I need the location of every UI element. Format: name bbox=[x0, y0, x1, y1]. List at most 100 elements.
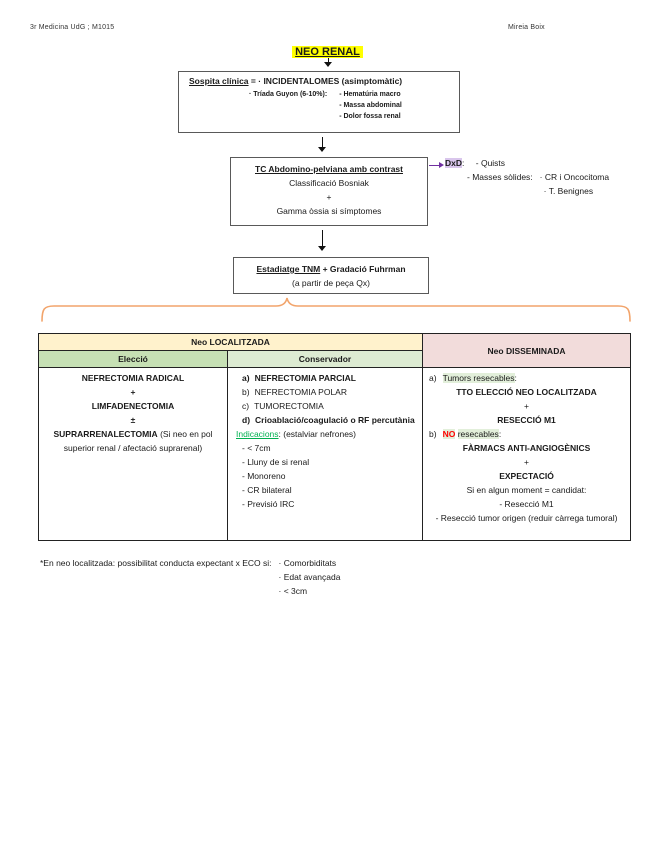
arrow-sospita-to-tc bbox=[318, 137, 327, 152]
reseccio-tumor-origen-item: - Resecció tumor origen (reduir càrrega … bbox=[435, 513, 618, 523]
footnote-3cm: · < 3cm bbox=[278, 586, 308, 596]
table-body-row: NEFRECTOMIA RADICAL + LIMFADENECTOMIA ± … bbox=[38, 367, 632, 541]
incidentalomes-text: · INCIDENTALOMES (asimptomàtic) bbox=[258, 76, 403, 86]
diss-b-plus: + bbox=[524, 457, 529, 467]
tc-bosniak: Classificació Bosniak bbox=[289, 178, 369, 188]
triada-guyon-row: · Tríada Guyon (6-10%): - Hematúria macr… bbox=[249, 89, 453, 122]
dxd-block: DxD: - Quists - Masses sòlides: · CR i O… bbox=[445, 156, 609, 198]
dxd-quists: - Quists bbox=[475, 158, 506, 168]
suprarrenalectomia-note: (Si neo en pol superior renal / afectaci… bbox=[63, 429, 213, 453]
reseccio-m1-item: - Resecció M1 bbox=[499, 499, 554, 509]
tc-gamma: Gamma òssia si símptomes bbox=[276, 206, 382, 216]
eleccio-plus: + bbox=[130, 387, 136, 397]
disseminada-item-a: a) Tumors resecables: bbox=[429, 371, 624, 385]
equals-sign: = bbox=[250, 76, 256, 86]
indicacio-monoreno: - Monoreno bbox=[242, 471, 286, 481]
header-conservador: Conservador bbox=[226, 350, 424, 368]
expectacio-line: EXPECTACIÓ bbox=[499, 471, 554, 481]
cell-disseminada: a) Tumors resecables: TTO ELECCIÓ NEO LOC… bbox=[422, 367, 632, 541]
table-header-row-2: Elecció Conservador bbox=[38, 350, 631, 368]
footnote-edat: · Edat avançada bbox=[278, 572, 341, 582]
reseccio-m1-line: RESECCIÓ M1 bbox=[497, 415, 556, 425]
dxd-masses-cr: · CR i Oncocitoma bbox=[539, 172, 610, 182]
footnote: *En neo localitzada: possibilitat conduc… bbox=[40, 556, 340, 598]
tc-title: TC Abdomino-pelviana amb contrast bbox=[255, 164, 403, 174]
tnm-title-rest: + Gradació Fuhrman bbox=[322, 264, 406, 274]
dxd-masses-benignes: · T. Benignes bbox=[543, 186, 594, 196]
title-row: NEO RENAL bbox=[0, 42, 655, 60]
indicacions-line: Indicacions: (estalviar nefrones) bbox=[236, 427, 418, 441]
diss-a-plus: + bbox=[524, 401, 529, 411]
item-b-text: NEFRECTOMIA POLAR bbox=[254, 387, 347, 397]
conservador-item-d: d) Crioablació/coagulació o RF percutània bbox=[242, 413, 418, 427]
diss-b-marker: b) bbox=[429, 429, 437, 439]
suprarrenalectomia-label: SUPRARRENALECTOMIA bbox=[53, 429, 158, 439]
dxd-line2: - Masses sòlides: · CR i Oncocitoma · T.… bbox=[467, 170, 609, 198]
dxd-label: DxD bbox=[445, 158, 463, 168]
cell-conservador: a) NEFRECTOMIA PARCIAL b)NEFRECTOMIA POLA… bbox=[226, 367, 424, 541]
tc-box: TC Abdomino-pelviana amb contrast Classi… bbox=[230, 157, 428, 226]
indicacions-label: Indicacions bbox=[236, 429, 279, 439]
conservador-item-a: a) NEFRECTOMIA PARCIAL bbox=[242, 371, 418, 385]
indicacio-cr-bilateral: - CR bilateral bbox=[242, 485, 292, 495]
conservador-content: a) NEFRECTOMIA PARCIAL b)NEFRECTOMIA POLA… bbox=[228, 368, 422, 514]
dxd-masses-label: - Masses sòlides: bbox=[467, 172, 533, 182]
treatment-table: Neo LOCALITZADA Neo DISSEMINADA Elecció … bbox=[37, 333, 632, 541]
arrow-tc-to-dxd bbox=[429, 161, 444, 168]
no-label: NO bbox=[442, 429, 456, 439]
disseminada-content: a) Tumors resecables: TTO ELECCIÓ NEO LOC… bbox=[423, 368, 630, 528]
eleccio-line-nefrectomia: NEFRECTOMIA RADICAL bbox=[81, 373, 185, 383]
footnote-main: *En neo localitzada: possibilitat conduc… bbox=[40, 558, 272, 568]
header-neo-localitzada: Neo LOCALITZADA bbox=[37, 333, 424, 351]
tnm-box: Estadiatge TNM + Gradació Fuhrman (a par… bbox=[233, 257, 429, 294]
diss-a-colon: : bbox=[514, 373, 517, 383]
header-course-label: 3r Medicina UdG ; M1015 bbox=[30, 24, 115, 31]
tnm-subtitle: (a partir de peça Qx) bbox=[292, 278, 370, 288]
diss-a-marker: a) bbox=[429, 373, 437, 383]
indicacio-7cm: - < 7cm bbox=[242, 443, 271, 453]
farmacs-line: FÀRMACS ANTI-ANGIOGÈNICS bbox=[462, 443, 591, 453]
footnote-items: · Comorbiditats · Edat avançada · < 3cm bbox=[279, 556, 341, 598]
dxd-line1: DxD: - Quists bbox=[445, 156, 609, 170]
page-title: NEO RENAL bbox=[292, 46, 363, 58]
indicacio-previsio-irc: - Previsió IRC bbox=[242, 499, 295, 509]
eleccio-plusminus: ± bbox=[130, 415, 136, 425]
conservador-item-b: b)NEFRECTOMIA POLAR bbox=[242, 385, 418, 399]
sospita-line: Sospita clínica = · INCIDENTALOMES (asim… bbox=[189, 76, 453, 86]
conservador-item-c: c) TUMORECTOMIA bbox=[242, 399, 418, 413]
indicacio-lluny: - Lluny de si renal bbox=[242, 457, 310, 467]
cell-eleccio: NEFRECTOMIA RADICAL + LIMFADENECTOMIA ± … bbox=[38, 367, 228, 541]
triada-item-dolor: - Dolor fossa renal bbox=[339, 113, 401, 120]
header-author-label: Mireia Boix bbox=[508, 24, 545, 31]
item-d-marker: d) bbox=[242, 415, 251, 425]
header-eleccio: Elecció bbox=[38, 350, 228, 368]
disseminada-item-b: b) NO resecables: bbox=[429, 427, 624, 441]
indicacions-rest: : (estalviar nefrones) bbox=[278, 429, 357, 439]
header-neo-disseminada: Neo DISSEMINADA bbox=[422, 333, 632, 368]
triada-items: - Hematúria macro - Massa abdominal - Do… bbox=[339, 89, 402, 122]
item-c-marker: c) bbox=[242, 401, 250, 411]
arrow-title-to-sospita bbox=[324, 58, 333, 67]
candidat-line: Si en algun moment = candidat: bbox=[466, 485, 587, 495]
eleccio-content: NEFRECTOMIA RADICAL + LIMFADENECTOMIA ± … bbox=[39, 368, 227, 458]
eleccio-suprarrenalectomia: SUPRARRENALECTOMIA (Si neo en pol superi… bbox=[49, 427, 217, 455]
tc-plus: + bbox=[326, 192, 332, 202]
sospita-label: Sospita clínica bbox=[189, 76, 249, 86]
sospita-clinica-box: Sospita clínica = · INCIDENTALOMES (asim… bbox=[178, 71, 460, 133]
item-a-text: NEFRECTOMIA PARCIAL bbox=[254, 373, 356, 383]
tnm-title: Estadiatge TNM + Gradació Fuhrman bbox=[234, 262, 428, 276]
triada-item-massa: - Massa abdominal bbox=[339, 102, 402, 109]
arrow-tc-to-tnm bbox=[318, 230, 327, 251]
diss-b-colon: : bbox=[498, 429, 502, 439]
footnote-comorbiditats: · Comorbiditats bbox=[278, 558, 337, 568]
tnm-title-underlined: Estadiatge TNM bbox=[256, 264, 321, 274]
tumors-resecables-label: Tumors resecables bbox=[442, 373, 515, 383]
item-d-text: Crioablació/coagulació o RF percutània bbox=[255, 415, 415, 425]
eleccio-limfadenectomia: LIMFADENECTOMIA bbox=[91, 401, 175, 411]
resecables-label: resecables bbox=[457, 429, 499, 439]
item-a-marker: a) bbox=[242, 373, 250, 383]
item-c-text: TUMORECTOMIA bbox=[254, 401, 324, 411]
triada-label: · Tríada Guyon (6-10%): bbox=[249, 91, 328, 98]
tto-eleccio-line: TTO ELECCIÓ NEO LOCALITZADA bbox=[456, 387, 597, 397]
